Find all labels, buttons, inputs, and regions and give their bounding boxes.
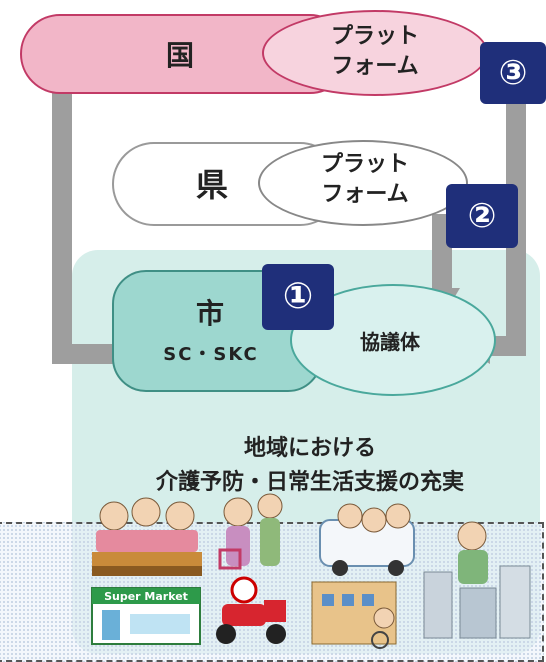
national-platform-line1: プラット — [330, 24, 419, 49]
supermarket-illustration: Super Market — [91, 587, 201, 645]
badge-two: ② — [446, 184, 518, 248]
council-label: 協議体 — [360, 330, 420, 354]
delivery-scooter-illustration — [216, 576, 286, 644]
national-platform — [262, 10, 488, 96]
national-label: 国 — [165, 39, 194, 72]
badge-one: ① — [262, 264, 334, 330]
arrow-national-to-city — [52, 62, 120, 364]
elderly-couple-illustration — [218, 493, 283, 570]
city-label: 市 — [195, 297, 224, 330]
van-illustration — [319, 503, 415, 576]
outcome-line1: 地域における — [243, 436, 376, 461]
outcome-line2: 介護予防・日常生活支援の充実 — [155, 470, 464, 495]
prefecture-platform-line1: プラット — [320, 152, 409, 177]
town-resident-illustration — [423, 521, 531, 639]
prefecture-platform-line2: フォーム — [321, 182, 409, 207]
badge-three: ③ — [480, 42, 546, 104]
arrow-national-to-council — [488, 88, 526, 356]
care-facility-illustration — [311, 581, 397, 649]
prefecture-label: 県 — [195, 166, 228, 204]
city-sub-label: SC・SKC — [163, 344, 259, 365]
national-platform-line2: フォーム — [331, 54, 419, 79]
prefecture-platform-label: プラット フォーム — [290, 150, 440, 210]
elderly-dining-illustration — [92, 497, 202, 576]
national-platform-label: プラット フォーム — [300, 22, 450, 82]
supermarket-sign: Super Market — [104, 590, 188, 603]
prefecture-platform — [258, 140, 468, 226]
